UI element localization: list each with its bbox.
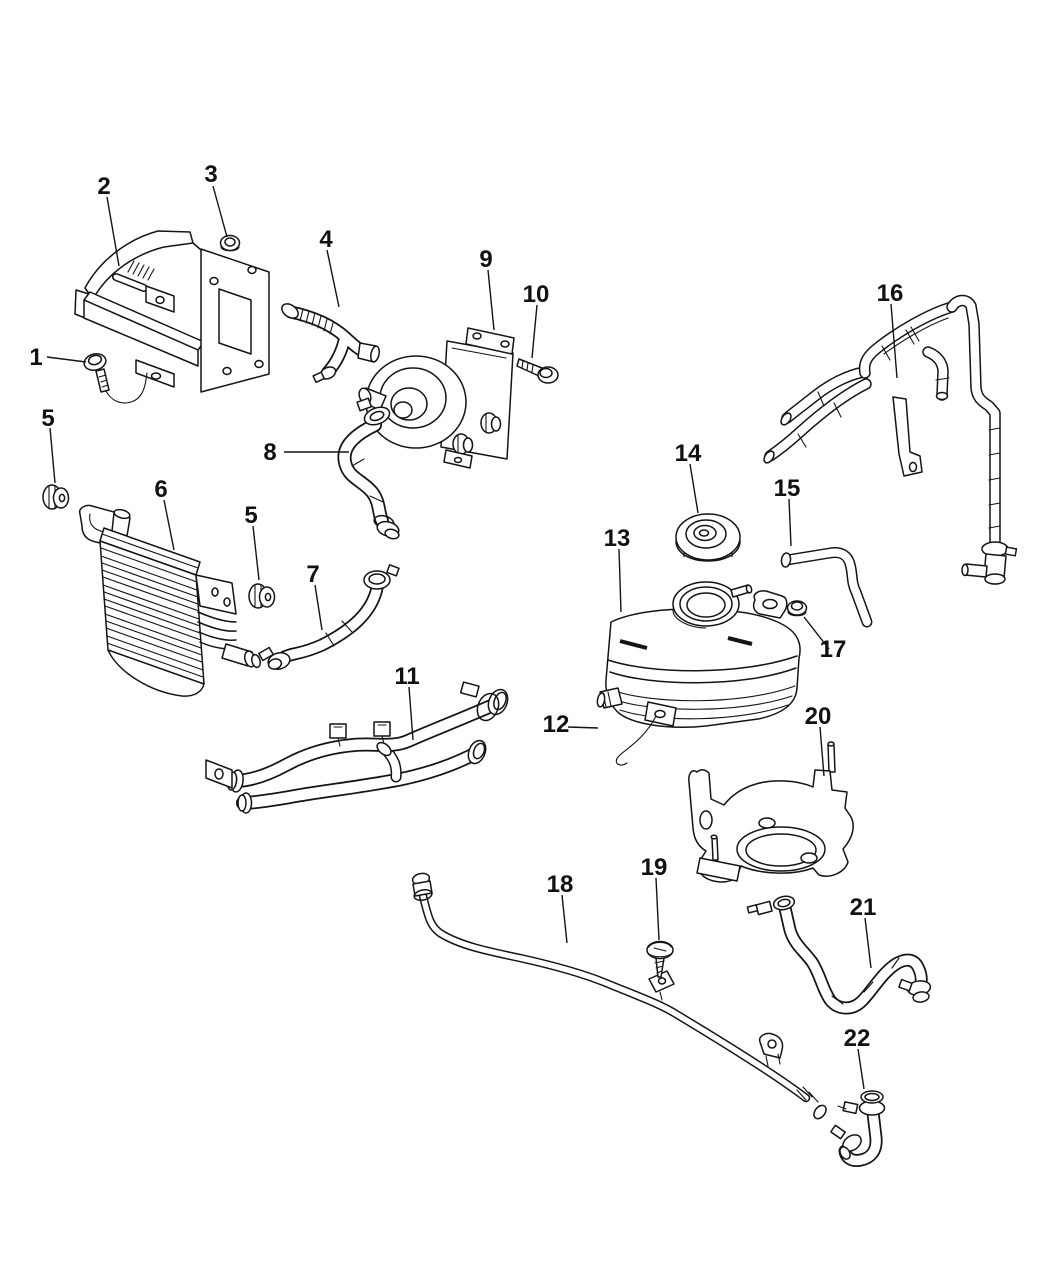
part-21-hose [746, 895, 932, 1008]
callout-21[interactable]: 21 [850, 894, 877, 921]
leader-17 [803, 616, 830, 650]
leader-16 [890, 303, 898, 379]
callout-3[interactable]: 3 [204, 161, 217, 188]
part-16-tube-assembly [763, 300, 1018, 585]
callout-12[interactable]: 12 [543, 711, 570, 738]
callout-22[interactable]: 22 [844, 1025, 871, 1052]
leader-7 [314, 584, 323, 631]
callout-17[interactable]: 17 [820, 636, 847, 663]
leader-14 [689, 463, 699, 514]
part-20-mounting-bracket [688, 741, 854, 883]
callout-2[interactable]: 2 [97, 173, 110, 200]
pump-isolator [480, 412, 502, 434]
leader-12 [567, 726, 599, 729]
callout-13[interactable]: 13 [604, 525, 631, 552]
leader-1 [46, 356, 87, 363]
leader-19 [655, 877, 660, 941]
leader-3 [212, 185, 228, 238]
callout-5b[interactable]: 5 [244, 502, 257, 529]
part-9-auxiliary-pump [358, 327, 515, 469]
callout-18[interactable]: 18 [547, 871, 574, 898]
callout-6[interactable]: 6 [154, 476, 167, 503]
callout-4[interactable]: 4 [319, 226, 333, 253]
callout-14[interactable]: 14 [675, 440, 702, 467]
leader-10 [531, 304, 538, 359]
leader-lines [46, 185, 898, 1090]
callout-7[interactable]: 7 [306, 561, 319, 588]
part-6-auxiliary-radiator [78, 504, 261, 697]
callout-10[interactable]: 10 [523, 281, 550, 308]
leader-9 [487, 269, 495, 331]
callout-1[interactable]: 1 [29, 344, 42, 371]
leader-15 [788, 498, 792, 547]
part-2-mounting-bracket [74, 230, 270, 393]
callout-16[interactable]: 16 [877, 280, 904, 307]
callout-11[interactable]: 11 [394, 663, 419, 690]
part-8-hose [344, 397, 400, 540]
leader-5b [252, 525, 260, 581]
callout-8[interactable]: 8 [263, 439, 276, 466]
callout-15[interactable]: 15 [774, 475, 801, 502]
part-5b-grommet [248, 583, 276, 609]
leader-21 [864, 917, 872, 969]
leader-22 [857, 1048, 865, 1090]
part-1-bolt [83, 353, 148, 404]
part-5a-grommet [42, 484, 70, 510]
part-19-screw [646, 940, 674, 978]
leader-20 [819, 726, 825, 777]
callout-5a[interactable]: 5 [41, 405, 54, 432]
part-7-hose [258, 564, 400, 670]
radiator-fins [100, 547, 204, 678]
part-17-nut [786, 600, 808, 617]
leader-6 [163, 499, 175, 551]
part-14-pressure-cap [675, 513, 741, 562]
callout-20[interactable]: 20 [805, 703, 832, 730]
leader-13 [618, 548, 622, 613]
callout-9[interactable]: 9 [479, 246, 492, 273]
leader-4 [326, 249, 340, 308]
part-15-hose [780, 552, 867, 622]
part-4-hose [281, 303, 381, 384]
part-11-twin-hose-assembly [205, 681, 509, 814]
leader-18 [561, 894, 568, 944]
leader-5a [49, 427, 56, 484]
part-22-elbow-hose [830, 1090, 886, 1161]
leader-11 [408, 686, 414, 741]
leader-2 [106, 196, 120, 267]
part-10-bolt [516, 358, 559, 384]
part-13-coolant-reservoir [596, 581, 801, 766]
part-18-coolant-tube [411, 872, 827, 1120]
part-3-nut [219, 234, 241, 252]
callout-19[interactable]: 19 [641, 854, 668, 881]
